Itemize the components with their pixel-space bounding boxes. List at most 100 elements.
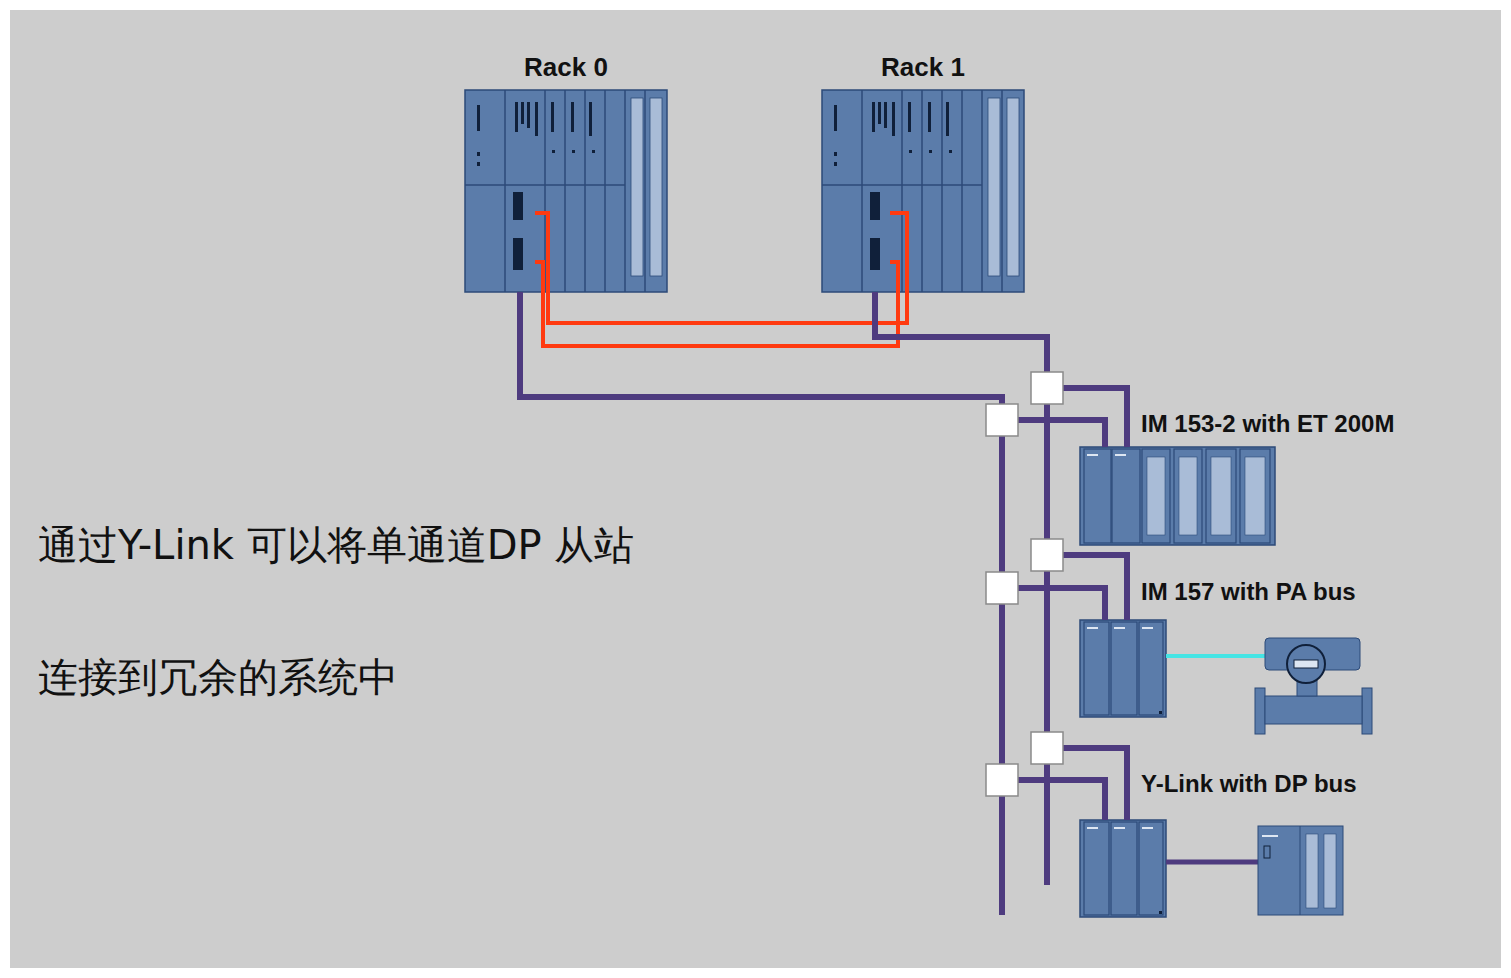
display <box>1287 645 1325 683</box>
led-mark <box>908 102 911 132</box>
pa-bus-line <box>1166 654 1266 658</box>
module-strip <box>1147 457 1165 535</box>
io-module <box>1084 622 1109 715</box>
bus-trunk-end <box>999 780 1005 915</box>
bus-connector <box>986 572 1018 604</box>
sync-port <box>870 192 880 220</box>
profibus-line <box>520 292 1105 620</box>
io-module <box>1206 449 1236 543</box>
module-strip <box>988 98 1000 276</box>
module-edge <box>644 90 646 292</box>
rail <box>1080 447 1275 545</box>
profibus-line <box>875 292 1127 620</box>
module-edge <box>584 90 586 292</box>
module-strip <box>650 98 662 276</box>
dp-bus-line <box>1166 860 1258 865</box>
io-module <box>1174 449 1202 543</box>
node-label: IM 157 with PA bus <box>1075 578 1405 606</box>
node-label: Rack 0 <box>455 52 677 83</box>
slave-body <box>1258 826 1343 915</box>
rack-body <box>822 90 1024 292</box>
rail <box>1080 620 1166 717</box>
module-edge <box>1001 90 1003 292</box>
profibus-line <box>875 292 1127 447</box>
bus-connector <box>1031 372 1063 404</box>
background-panel <box>10 10 1501 968</box>
io-module <box>1139 822 1163 915</box>
led-mark <box>477 162 480 166</box>
led-mark <box>589 102 592 136</box>
note-text: 通过Y-Link 可以将单通道DP 从站 <box>38 518 634 573</box>
module-edge <box>861 90 863 292</box>
module-strip <box>1306 834 1318 908</box>
module-edge <box>624 90 626 292</box>
note-text: 连接到冗余的系统中 <box>38 650 398 705</box>
led-mark <box>834 152 837 156</box>
module-mark <box>1142 827 1153 829</box>
module-mark <box>1142 627 1153 629</box>
flowmeter <box>1255 638 1372 734</box>
module-strip <box>1245 457 1265 535</box>
led-mark <box>946 102 949 136</box>
module-edge <box>564 90 566 292</box>
node-label: Rack 1 <box>812 52 1034 83</box>
sync-cable <box>535 262 898 346</box>
led-mark <box>477 152 480 156</box>
led-mark <box>1159 911 1162 914</box>
bus-connector <box>1031 732 1063 764</box>
profibus-line <box>520 292 1105 447</box>
module-edge <box>504 90 506 292</box>
io-module <box>1142 449 1170 543</box>
device-node: Y-Link with DP bus <box>1075 770 1405 917</box>
io-module <box>1111 822 1137 915</box>
module-edge <box>941 90 943 292</box>
module-mark <box>1087 627 1098 629</box>
slave-port <box>1264 846 1270 858</box>
module-strip <box>1324 834 1336 908</box>
module-edge <box>604 90 606 292</box>
bus-trunk-end <box>1044 748 1050 885</box>
module-mark <box>1087 827 1098 829</box>
led-mark <box>477 105 480 131</box>
io-module <box>1112 449 1140 543</box>
led-mark <box>1159 711 1162 714</box>
io-module <box>1111 622 1137 715</box>
module-edge <box>921 90 923 292</box>
slave-divider <box>1300 826 1301 915</box>
led-mark <box>571 102 574 132</box>
led-mark <box>884 102 887 128</box>
led-mark <box>834 105 837 131</box>
pipe <box>1265 696 1362 724</box>
bus-connector <box>986 404 1018 436</box>
module-strip <box>1007 98 1019 276</box>
module-edge <box>961 90 963 292</box>
module-mark <box>1114 627 1125 629</box>
sync-port <box>513 238 523 270</box>
sync-cable <box>535 213 907 323</box>
io-module <box>1139 622 1163 715</box>
module-edge <box>981 90 983 292</box>
led-mark <box>872 102 875 132</box>
led-mark <box>527 102 530 128</box>
led-mark <box>552 150 555 153</box>
sync-port <box>513 192 523 220</box>
rack-node: Rack 0 <box>455 52 677 292</box>
io-module <box>1084 449 1111 543</box>
module-strip <box>631 98 643 276</box>
io-module <box>1240 449 1270 543</box>
device-node: IM 153-2 with ET 200M <box>1075 410 1460 545</box>
dp-slave <box>1258 826 1343 915</box>
led-mark <box>572 150 575 153</box>
led-mark <box>929 150 932 153</box>
slave-mark <box>1262 835 1278 837</box>
module-strip <box>1179 457 1197 535</box>
flange <box>1255 688 1265 734</box>
node-label: Y-Link with DP bus <box>1075 770 1405 798</box>
rack-node: Rack 1 <box>812 52 1034 292</box>
display-window <box>1294 660 1318 668</box>
module-strip <box>1211 457 1231 535</box>
